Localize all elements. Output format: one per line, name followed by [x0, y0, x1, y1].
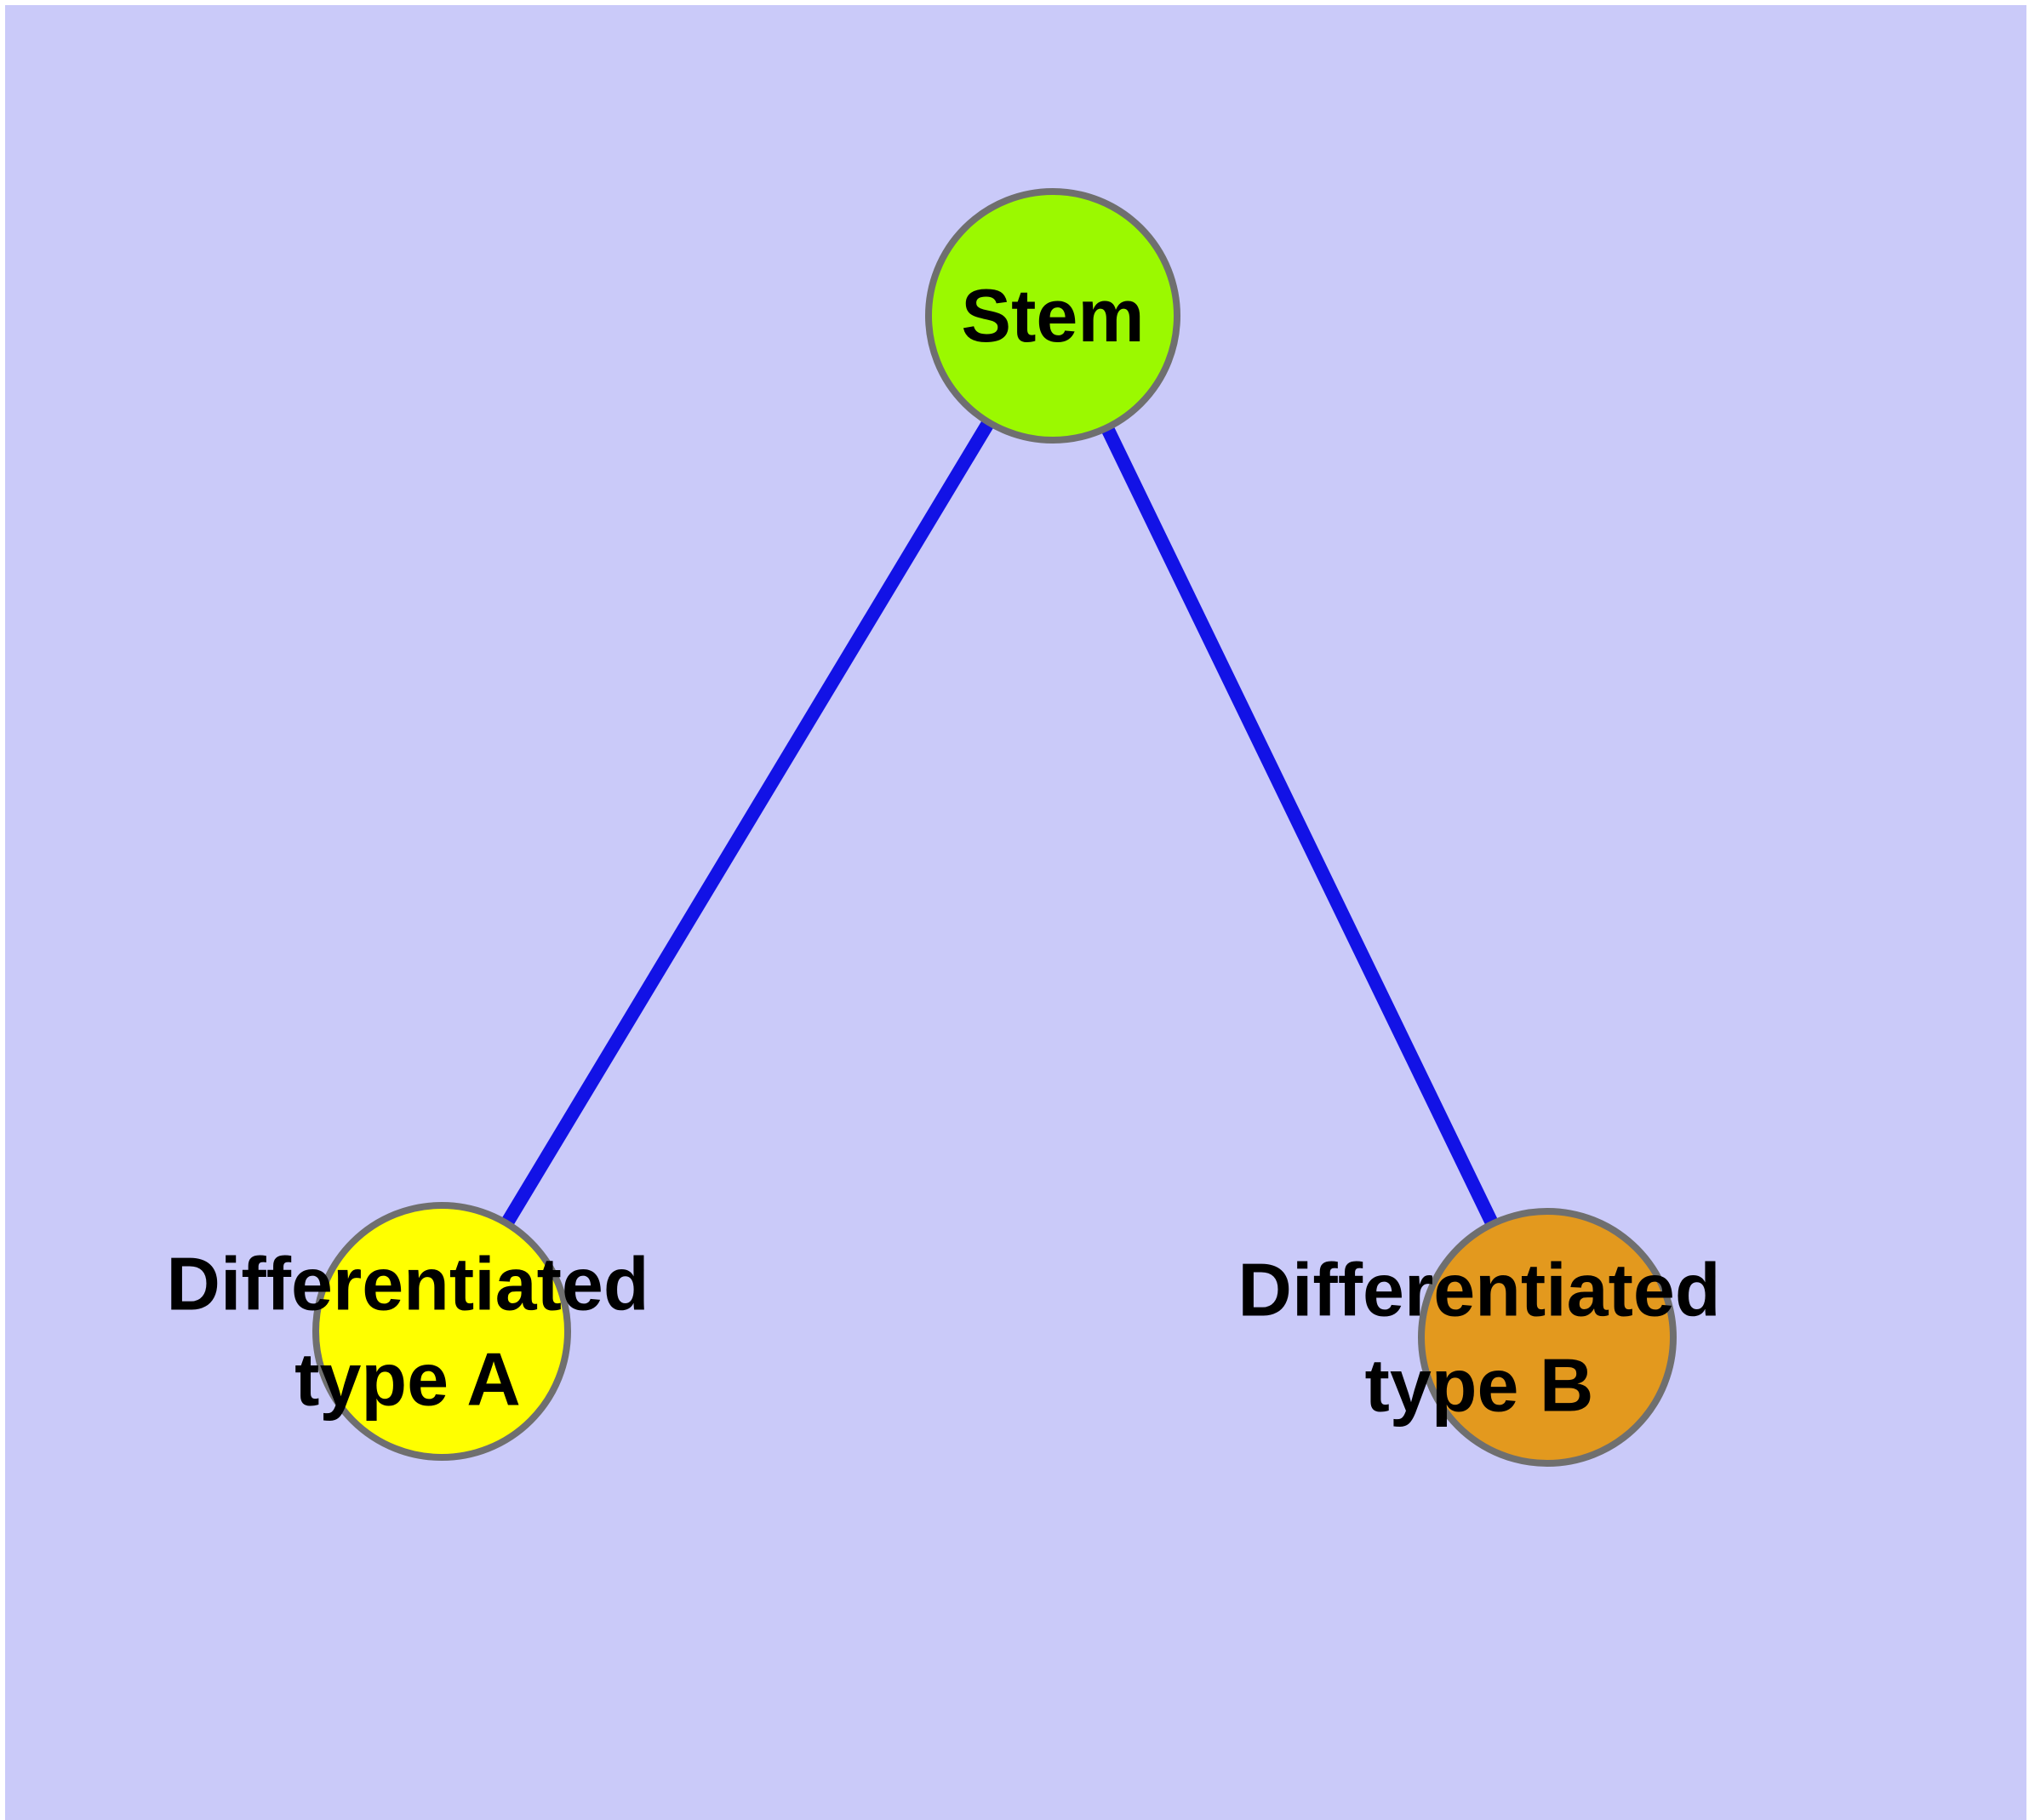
- node-differentiated-type-b: Differentiated type B: [1237, 1208, 1721, 1467]
- node-stem-label-line1: Stem: [961, 273, 1145, 358]
- edge-stem-to-type-a: [436, 312, 1059, 1336]
- edge-stem-to-type-b: [1046, 312, 1554, 1341]
- node-stem: Stem: [925, 188, 1180, 444]
- node-stem-label: Stem: [961, 268, 1144, 363]
- node-differentiated-type-a: Differentiated type A: [166, 1202, 649, 1461]
